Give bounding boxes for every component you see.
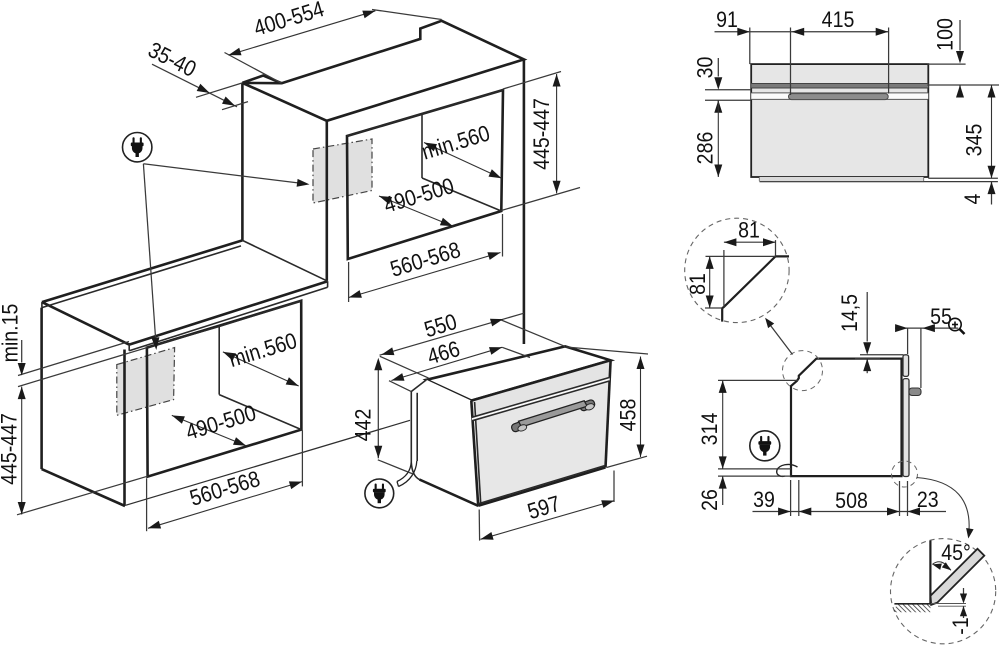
svg-text:min.560: min.560 (419, 121, 493, 165)
svg-text:597: 597 (525, 492, 563, 525)
svg-text:81: 81 (738, 218, 760, 243)
svg-text:400-554: 400-554 (251, 0, 327, 41)
svg-text:35-40: 35-40 (144, 38, 200, 82)
svg-text:45°: 45° (941, 541, 971, 566)
svg-text:min.560: min.560 (226, 329, 300, 373)
svg-text:39: 39 (753, 488, 775, 513)
svg-text:55: 55 (930, 305, 952, 330)
svg-text:445-447: 445-447 (0, 413, 22, 485)
svg-text:26: 26 (698, 489, 723, 511)
svg-text:23: 23 (917, 488, 939, 513)
svg-text:30: 30 (693, 57, 718, 79)
svg-text:100: 100 (933, 18, 958, 51)
svg-text:445-447: 445-447 (530, 98, 555, 170)
svg-text:560-568: 560-568 (388, 238, 464, 282)
svg-text:490-500: 490-500 (381, 174, 457, 218)
svg-text:508: 508 (835, 489, 868, 514)
svg-text:442: 442 (351, 409, 376, 442)
svg-text:345: 345 (962, 124, 987, 157)
svg-text:min.15: min.15 (0, 304, 23, 363)
svg-text:490-500: 490-500 (183, 401, 259, 445)
svg-text:81: 81 (686, 273, 711, 295)
svg-text:14,5: 14,5 (838, 294, 863, 332)
svg-text:91: 91 (716, 8, 738, 33)
svg-text:314: 314 (698, 412, 723, 445)
svg-text:286: 286 (693, 132, 718, 165)
svg-text:458: 458 (616, 399, 641, 432)
svg-text:415: 415 (822, 8, 855, 33)
svg-text:-1: -1 (949, 617, 974, 634)
svg-text:4: 4 (961, 193, 986, 204)
